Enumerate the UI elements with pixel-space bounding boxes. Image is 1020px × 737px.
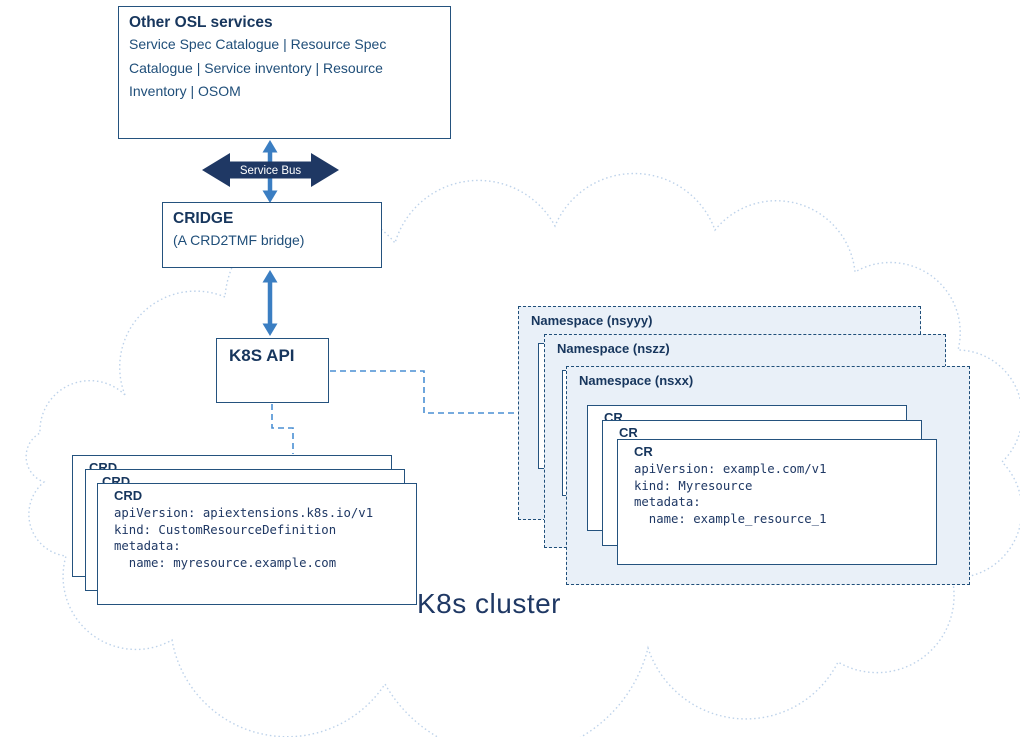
cridge-box: CRIDGE (A CRD2TMF bridge) <box>162 202 382 268</box>
k8s-api-box: K8S API <box>216 338 329 403</box>
cr-card-front: CR apiVersion: example.com/v1 kind: Myre… <box>617 439 937 565</box>
arrow-cridge-k8sapi <box>262 270 278 336</box>
service-bus-shape <box>202 153 339 187</box>
osl-box-title: Other OSL services <box>129 14 273 31</box>
namespace-nszz-label: Namespace (nszz) <box>557 341 670 356</box>
k8s-api-label: K8S API <box>229 346 295 365</box>
crd-line: metadata: <box>114 539 181 553</box>
other-osl-services-box: Other OSL services Service Spec Catalogu… <box>118 6 451 139</box>
connector-k8sapi-to-namespaces <box>330 370 518 414</box>
cr-line: name: example_resource_1 <box>634 511 827 526</box>
osl-box-body: Service Spec Catalogue | Resource Spec C… <box>129 36 387 99</box>
service-bus-label: Service Bus <box>240 165 302 177</box>
cridge-subtitle: (A CRD2TMF bridge) <box>173 232 305 248</box>
crd-line: name: myresource.example.com <box>114 555 337 570</box>
cr-title: CR <box>634 444 653 459</box>
cr-line: kind: Myresource <box>634 478 753 493</box>
crd-line: apiVersion: apiextensions.k8s.io/v1 <box>114 506 374 520</box>
service-bus-arrow: Service Bus <box>202 153 339 187</box>
crd-card-front: CRD apiVersion: apiextensions.k8s.io/v1 … <box>97 483 417 605</box>
namespace-nsyyy-label: Namespace (nsyyy) <box>531 313 653 328</box>
k8s-cluster-label: K8s cluster <box>417 588 561 619</box>
crd-title: CRD <box>114 488 143 503</box>
crd-line: kind: CustomResourceDefinition <box>114 522 337 537</box>
cridge-title: CRIDGE <box>173 210 234 227</box>
cr-title: CR <box>619 425 638 440</box>
namespace-nsxx-label: Namespace (nsxx) <box>579 373 694 388</box>
cr-line: metadata: <box>634 495 701 509</box>
connector-k8sapi-to-crd <box>271 404 294 454</box>
cr-line: apiVersion: example.com/v1 <box>634 462 827 476</box>
